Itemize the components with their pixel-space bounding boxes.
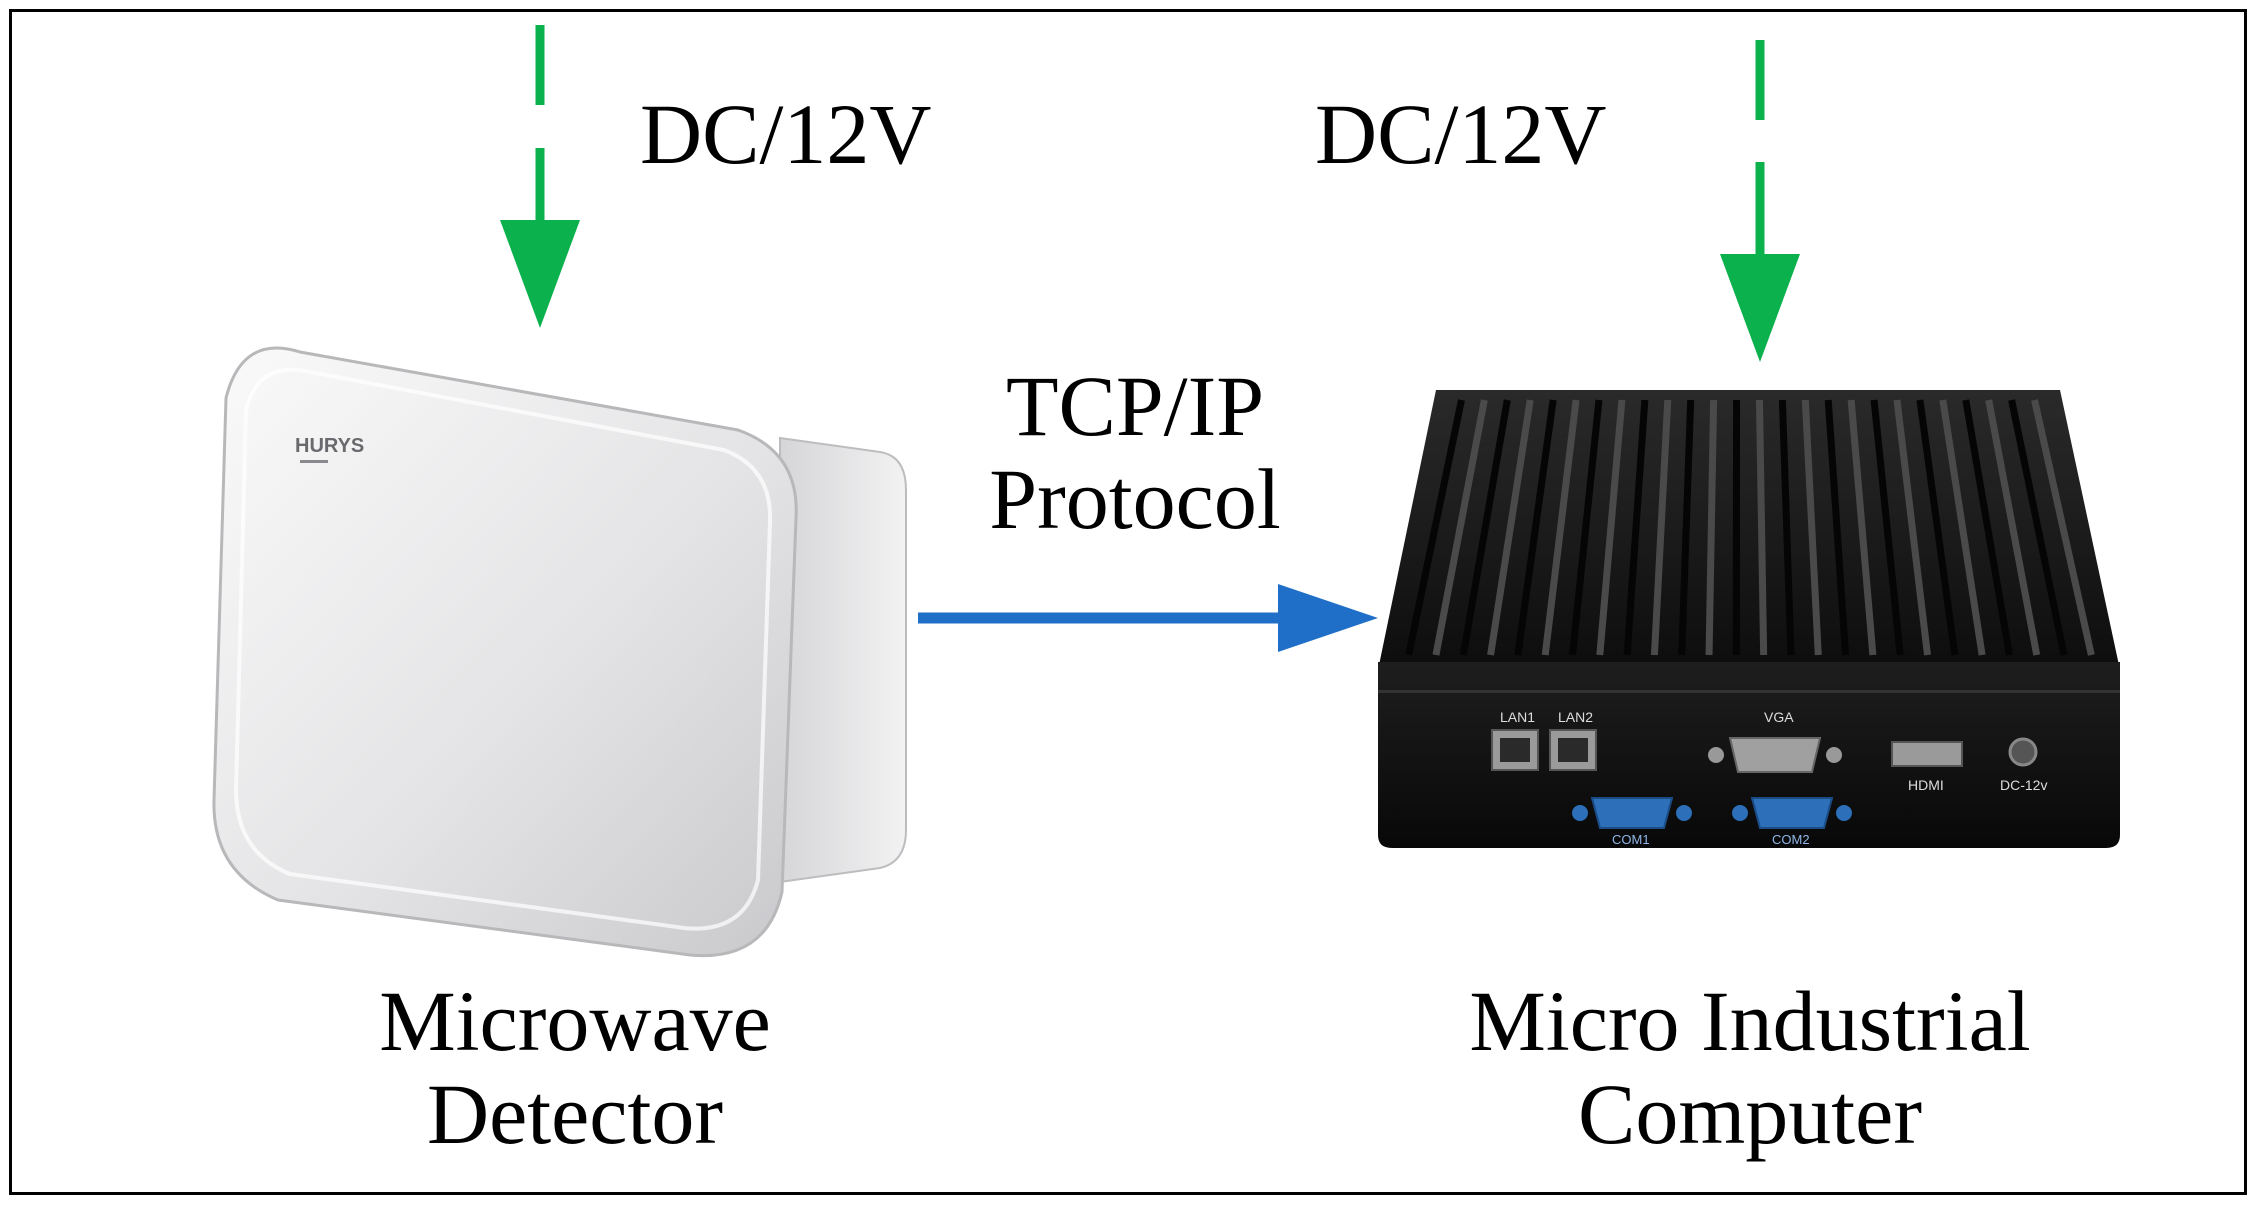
protocol-label: TCP/IP Protocol [945,360,1325,546]
heatsink-fin [1962,399,2013,656]
microwave-detector-image: HURYS [212,346,907,958]
com2-port [1750,797,1834,829]
detector-caption-line-1: Microwave [379,973,771,1069]
left-power-arrow [500,25,580,328]
heatsink-fin [1569,399,1603,656]
vga-port-label: VGA [1764,709,1794,725]
heatsink-fin [1755,399,1768,656]
heatsink-fin [2031,399,2095,656]
computer-caption-line-2: Computer [1578,1065,1922,1162]
left-power-label: DC/12V [640,86,932,182]
heatsink-fin [1623,399,1649,656]
protocol-line-1: TCP/IP [1005,358,1265,454]
com1-port [1590,797,1674,829]
heatsink-fin [1650,399,1672,656]
detector-caption: Microwave Detector [290,975,860,1161]
vga-port [1728,737,1822,773]
detector-caption-line-2: Detector [426,1065,724,1162]
com1-port-label: COM1 [1612,832,1650,847]
heatsink-fin [1514,399,1557,656]
data-arrow [918,584,1378,652]
heatsink-fin [1985,399,2041,656]
detector-brand-logo: HURYS [295,435,364,457]
heatsink-fin [1778,399,1795,656]
protocol-line-2: Protocol [989,450,1281,547]
heatsink-fin [1432,399,1488,656]
hdmi-port [1891,741,1963,767]
heatsink-fin [1824,399,1850,656]
lan1-port-label: LAN1 [1500,709,1535,725]
heatsink-fin [1939,399,1986,656]
heatsink-fin [1541,399,1580,656]
dc-jack [2008,737,2038,767]
heatsink-fin [1801,399,1822,656]
heatsink-fin [1893,399,1931,656]
heatsink-fin [1459,399,1511,656]
hdmi-port-label: HDMI [1908,777,1944,793]
right-power-label: DC/12V [1315,86,1607,182]
com2-port-label: COM2 [1772,832,1810,847]
right-power-arrow [1720,40,1800,362]
heatsink-fin [1847,399,1877,656]
lan2-port-label: LAN2 [1558,709,1593,725]
computer-caption-line-1: Micro Industrial [1469,973,2031,1069]
heatsink-fin [1916,399,1959,656]
diagram-border [9,9,2247,1195]
heatsink-fin [1705,399,1718,656]
heatsink-fins [1405,399,2095,656]
heatsink-fin [1596,399,1626,656]
micro-computer-image: LAN1 LAN2 VGA HDMI DC-12v COM1 COM2 [1378,390,2120,848]
computer-caption: Micro Industrial Computer [1400,975,2100,1161]
heatsink-fin [1678,399,1695,656]
heatsink-fin [1487,399,1534,656]
heatsink-fin [2008,399,2068,656]
heatsink-fin [1870,399,1904,656]
heatsink-fin [1405,399,1465,656]
dc-jack-label: DC-12v [2000,777,2047,793]
